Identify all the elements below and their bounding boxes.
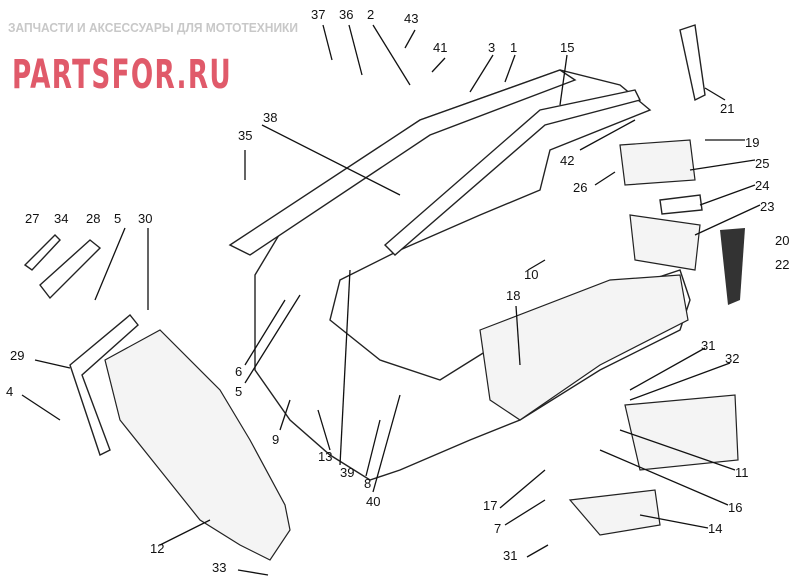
callout-25: 25: [755, 156, 769, 171]
hood-front-panel: [479, 274, 689, 421]
callout-34: 34: [54, 211, 68, 226]
callout-15: 15: [560, 40, 574, 55]
grille-11: [624, 394, 739, 471]
callout-40: 40: [366, 494, 380, 509]
callout-24: 24: [755, 178, 769, 193]
callout-39: 39: [340, 465, 354, 480]
callout-17: 17: [483, 498, 497, 513]
side-bracket-34: [23, 234, 61, 271]
callout-13: 13: [318, 449, 332, 464]
callout-7: 7: [494, 521, 501, 536]
bumper-bracket: [69, 314, 139, 456]
front-bumper: [104, 329, 291, 561]
box-23: [629, 214, 701, 271]
callout-29: 29: [10, 348, 24, 363]
watermark-tagline: ЗАПЧАСТИ И АКСЕССУАРЫ ДЛЯ МОТОТЕХНИКИ: [8, 20, 298, 35]
callout-19: 19: [745, 135, 759, 150]
callout-4: 4: [6, 384, 13, 399]
callout-30: 30: [138, 211, 152, 226]
watermark-logo: PARTSFOR.RU: [12, 52, 232, 98]
callout-14: 14: [708, 521, 722, 536]
callout-33: 33: [212, 560, 226, 575]
callout-11: 11: [735, 465, 749, 480]
callout-26: 26: [573, 180, 587, 195]
callout-9: 9: [272, 432, 279, 447]
hood-trim-strip: [228, 69, 577, 256]
callout-1: 1: [510, 40, 517, 55]
callout-31b: 31: [503, 548, 517, 563]
callout-16: 16: [728, 500, 742, 515]
callout-42: 42: [560, 153, 574, 168]
pad-24: [659, 194, 703, 215]
leader-lines: [21, 24, 761, 576]
callout-37: 37: [311, 7, 325, 22]
callout-5b: 5: [235, 384, 242, 399]
callout-22: 22: [775, 257, 789, 272]
callout-41: 41: [433, 40, 447, 55]
callout-5: 5: [114, 211, 121, 226]
callout-32: 32: [725, 351, 739, 366]
callout-36: 36: [339, 7, 353, 22]
callout-27: 27: [25, 211, 39, 226]
callout-2: 2: [367, 7, 374, 22]
callout-10: 10: [524, 267, 538, 282]
callout-21: 21: [720, 101, 734, 116]
plate-14: [568, 489, 661, 536]
callout-20: 20: [775, 233, 789, 248]
hood-rail: [383, 89, 642, 256]
handle-20: [720, 228, 745, 305]
callout-8: 8: [364, 476, 371, 491]
callout-12: 12: [150, 541, 164, 556]
callout-35: 35: [238, 128, 252, 143]
callout-38: 38: [263, 110, 277, 125]
callout-31: 31: [701, 338, 715, 353]
callout-28: 28: [86, 211, 100, 226]
strap-21: [679, 24, 706, 102]
callout-43: 43: [404, 11, 418, 26]
callout-labels: 37 36 2 43 41 3 1 15 21 19 25 42 26 24 2…: [6, 7, 789, 575]
side-bracket-28: [39, 239, 102, 300]
tray-25: [619, 139, 696, 186]
callout-23: 23: [760, 199, 774, 214]
callout-3: 3: [488, 40, 495, 55]
callout-6: 6: [235, 364, 242, 379]
callout-18: 18: [506, 288, 520, 303]
